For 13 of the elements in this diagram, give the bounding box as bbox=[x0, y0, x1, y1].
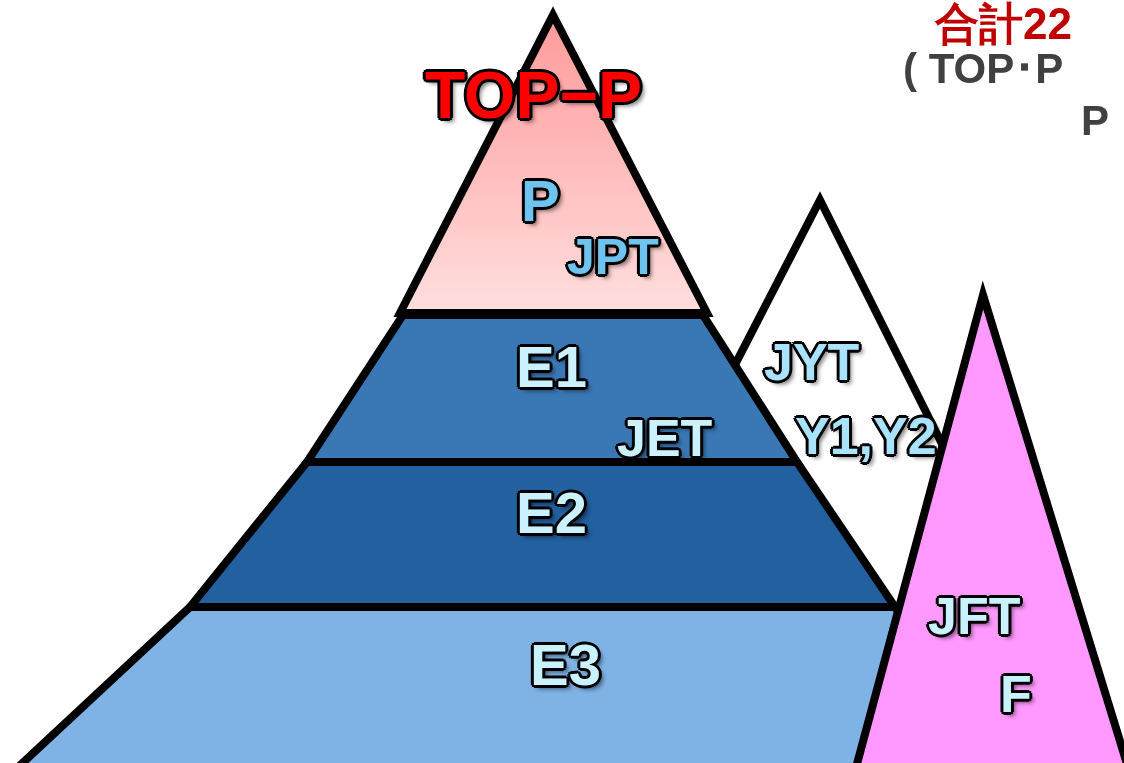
tier-label: F bbox=[1000, 668, 1032, 720]
tier-label: P bbox=[521, 172, 560, 230]
tier-label: JFT bbox=[928, 590, 1021, 642]
note-text: P bbox=[1081, 100, 1109, 142]
tier-label: JPT bbox=[567, 232, 659, 282]
tier-label: E1 bbox=[516, 338, 587, 396]
tier-label: E3 bbox=[530, 636, 601, 694]
note-text: 合計22 bbox=[935, 2, 1072, 46]
tier-label: JET bbox=[617, 412, 713, 464]
tier-label: Y1,Y2 bbox=[795, 410, 937, 462]
tier-label: E2 bbox=[516, 484, 587, 542]
note-text: ( TOP･P bbox=[903, 48, 1064, 90]
tier-label: JYT bbox=[764, 336, 860, 388]
